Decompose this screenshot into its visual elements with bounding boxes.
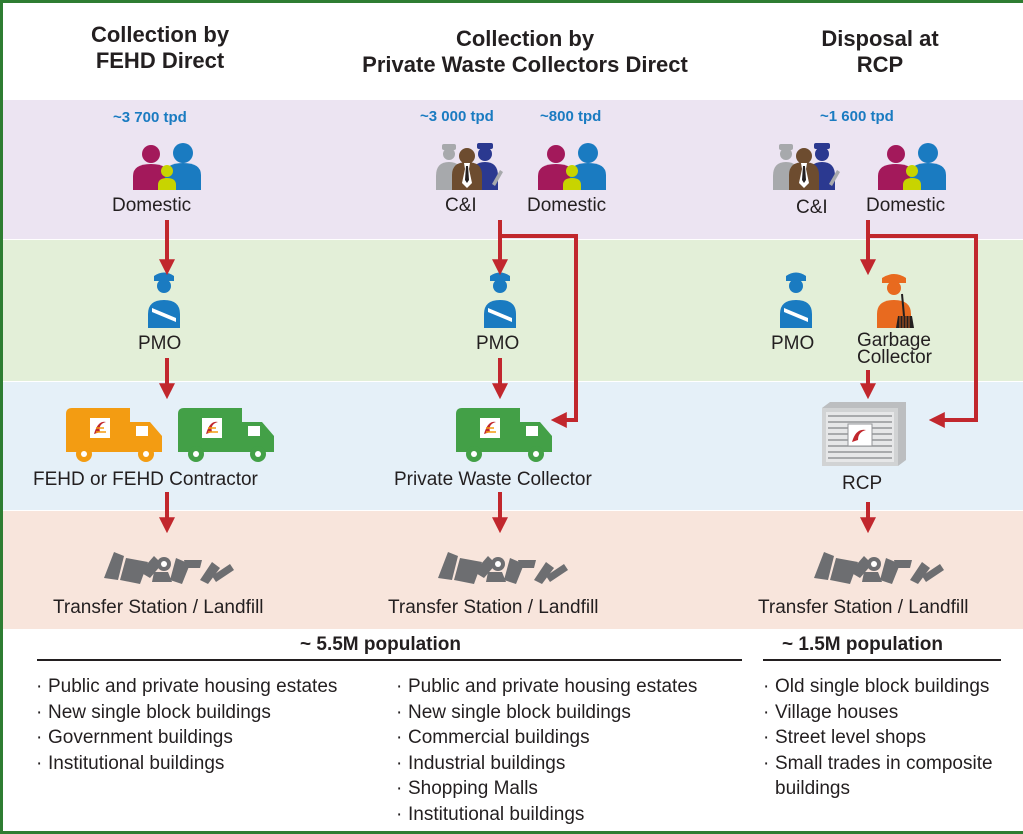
- label-line: Collector: [857, 347, 932, 368]
- family-icon: [538, 143, 606, 190]
- column-header-rcp: Disposal at RCP: [780, 26, 980, 78]
- column-header-fehd: Collection by FEHD Direct: [60, 22, 260, 74]
- collector-label-garbage: Garbage Collector: [857, 330, 932, 368]
- list-item-text: Old single block buildings: [775, 676, 990, 697]
- source-label-domestic: Domestic: [527, 195, 607, 216]
- list-item: ·Public and private housing estates: [36, 676, 338, 697]
- collector-label-pmo: PMO: [476, 333, 520, 354]
- source-label-domestic: Domestic: [866, 195, 946, 216]
- list-item-text: New single block buildings: [408, 701, 631, 723]
- header-line: FEHD Direct: [95, 48, 225, 73]
- population-left: ~ 5.5M population: [300, 634, 461, 655]
- tonnage-label: ~3 700 tpd: [113, 109, 187, 126]
- list-item: ·Commercial buildings: [396, 727, 590, 748]
- list-item: ·Industrial buildings: [396, 752, 566, 774]
- list-item: ·New single block buildings: [396, 701, 631, 723]
- list-item-text: Institutional buildings: [408, 803, 585, 825]
- disposal-label: Transfer Station / Landfill: [758, 597, 969, 618]
- vehicle-label-rcp: RCP: [842, 473, 883, 494]
- family-icon: [133, 143, 201, 190]
- list-item: ·Street level shops: [763, 727, 927, 748]
- vehicle-label: FEHD or FEHD Contractor: [33, 469, 258, 490]
- list-item-text: Shopping Malls: [408, 778, 538, 799]
- list-item: ·Public and private housing estates: [396, 676, 698, 697]
- flow-arrows: [159, 220, 978, 534]
- workers-icon: [773, 143, 840, 190]
- refuse-truck-icon: [65, 407, 163, 463]
- list-item-text: New single block buildings: [48, 701, 271, 723]
- tonnage-label: ~3 000 tpd: [420, 108, 494, 125]
- list-item-text: Public and private housing estates: [48, 676, 338, 697]
- disposal-label: Transfer Station / Landfill: [53, 597, 264, 618]
- list-item-text: Industrial buildings: [408, 752, 566, 774]
- label-line: Garbage: [857, 330, 931, 351]
- header-line: Collection by: [90, 22, 230, 47]
- list-item: ·Village houses: [763, 701, 899, 723]
- collector-label-pmo: PMO: [771, 333, 815, 354]
- disposal-label: Transfer Station / Landfill: [388, 597, 599, 618]
- refuse-truck-icon: [455, 407, 553, 463]
- population-right: ~ 1.5M population: [782, 634, 943, 655]
- column-header-private: Collection by Private Waste Collectors D…: [330, 26, 720, 78]
- tonnage-label: ~800 tpd: [540, 108, 602, 125]
- header-line: RCP: [856, 52, 904, 77]
- list-item-text: Small trades in composite: [775, 752, 993, 774]
- list-item-text: buildings: [775, 778, 850, 799]
- refuse-truck-icon: [177, 407, 275, 463]
- list-item-text: Institutional buildings: [48, 752, 225, 774]
- list-item: ·Institutional buildings: [396, 803, 585, 825]
- list-item: ·Shopping Malls: [396, 778, 538, 799]
- building-list-fehd: ·Public and private housing estates ·New…: [32, 674, 337, 776]
- header-line: Disposal at: [821, 26, 939, 51]
- list-item: ·Small trades in composite: [763, 752, 993, 774]
- pmo-officer-icon: [780, 272, 812, 328]
- tonnage-label: ~1 600 tpd: [820, 108, 894, 125]
- source-label-ci: C&I: [445, 195, 477, 216]
- list-item: ·Institutional buildings: [36, 752, 225, 774]
- workers-icon: [436, 143, 503, 190]
- collector-label-pmo: PMO: [138, 333, 182, 354]
- source-label-domestic: Domestic: [112, 195, 192, 216]
- vehicle-label: Private Waste Collector: [394, 469, 592, 490]
- list-item-text: Village houses: [775, 701, 899, 723]
- rcp-building-icon: [821, 401, 907, 467]
- flow-arrow: [500, 234, 578, 428]
- list-item-text: Street level shops: [775, 727, 927, 748]
- family-icon: [878, 143, 946, 190]
- building-list-private: ·Public and private housing estates ·New…: [392, 674, 697, 827]
- waste-pile-icon: [814, 552, 944, 584]
- list-item: ·New single block buildings: [36, 701, 271, 723]
- list-item: ·Government buildings: [36, 727, 233, 748]
- header-line: Private Waste Collectors Direct: [362, 52, 688, 77]
- waste-pile-icon: [438, 552, 568, 584]
- list-item-continuation: buildings: [759, 776, 993, 802]
- list-item-text: Government buildings: [48, 727, 233, 748]
- population-rule-left: [37, 659, 742, 661]
- list-item: ·Old single block buildings: [763, 676, 990, 697]
- flow-arrow: [868, 234, 978, 428]
- list-item-text: Commercial buildings: [408, 727, 590, 748]
- header-line: Collection by: [455, 26, 595, 51]
- source-label-ci: C&I: [796, 197, 828, 218]
- pmo-officer-icon: [148, 272, 180, 328]
- population-rule-right: [763, 659, 1001, 661]
- garbage-collector-icon: [876, 273, 915, 329]
- list-item-text: Public and private housing estates: [408, 676, 698, 697]
- building-list-rcp: ·Old single block buildings ·Village hou…: [759, 674, 993, 802]
- waste-pile-icon: [104, 552, 234, 584]
- pmo-officer-icon: [484, 272, 516, 328]
